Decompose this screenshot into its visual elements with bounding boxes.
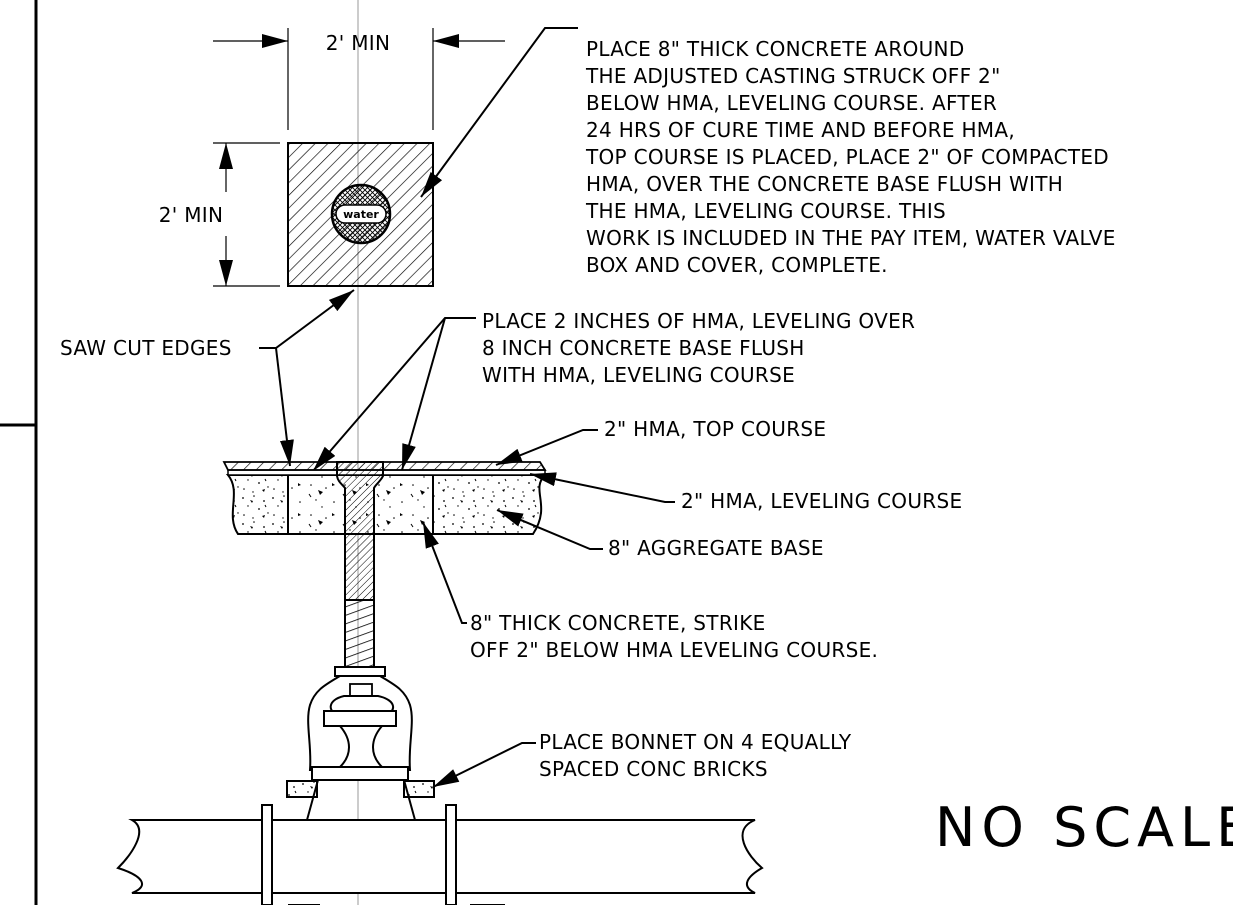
no-scale-label: NO SCALE <box>935 796 1233 859</box>
water-mark: water <box>343 208 379 221</box>
note-thick-concrete: 8" THICK CONCRETE, STRIKE OFF 2" BELOW H… <box>470 611 878 662</box>
note-hma-top-course: 2" HMA, TOP COURSE <box>604 417 826 441</box>
note-concrete-around-casting: PLACE 8" THICK CONCRETE AROUND THE ADJUS… <box>585 37 1122 277</box>
note-hma-leveling-course: 2" HMA, LEVELING COURSE <box>681 489 962 513</box>
note-aggregate-base: 8" AGGREGATE BASE <box>608 536 824 560</box>
water-main-pipe <box>116 819 764 894</box>
note-bonnet-bricks: PLACE BONNET ON 4 EQUALLY SPACED CONC BR… <box>539 730 858 781</box>
pipe-flange-right <box>445 804 457 905</box>
conc-brick-left <box>286 780 318 798</box>
pipe-flange-left <box>261 804 273 905</box>
valve-stem-threads <box>344 599 375 669</box>
conc-brick-right <box>403 780 435 798</box>
width-dimension-label: 2' MIN <box>326 31 391 55</box>
height-dimension-label: 2' MIN <box>159 203 224 227</box>
hma-top-course <box>222 461 547 471</box>
note-hma-leveling-over: PLACE 2 INCHES OF HMA, LEVELING OVER 8 I… <box>482 309 922 387</box>
note-saw-cut-edges: SAW CUT EDGES <box>60 336 232 360</box>
